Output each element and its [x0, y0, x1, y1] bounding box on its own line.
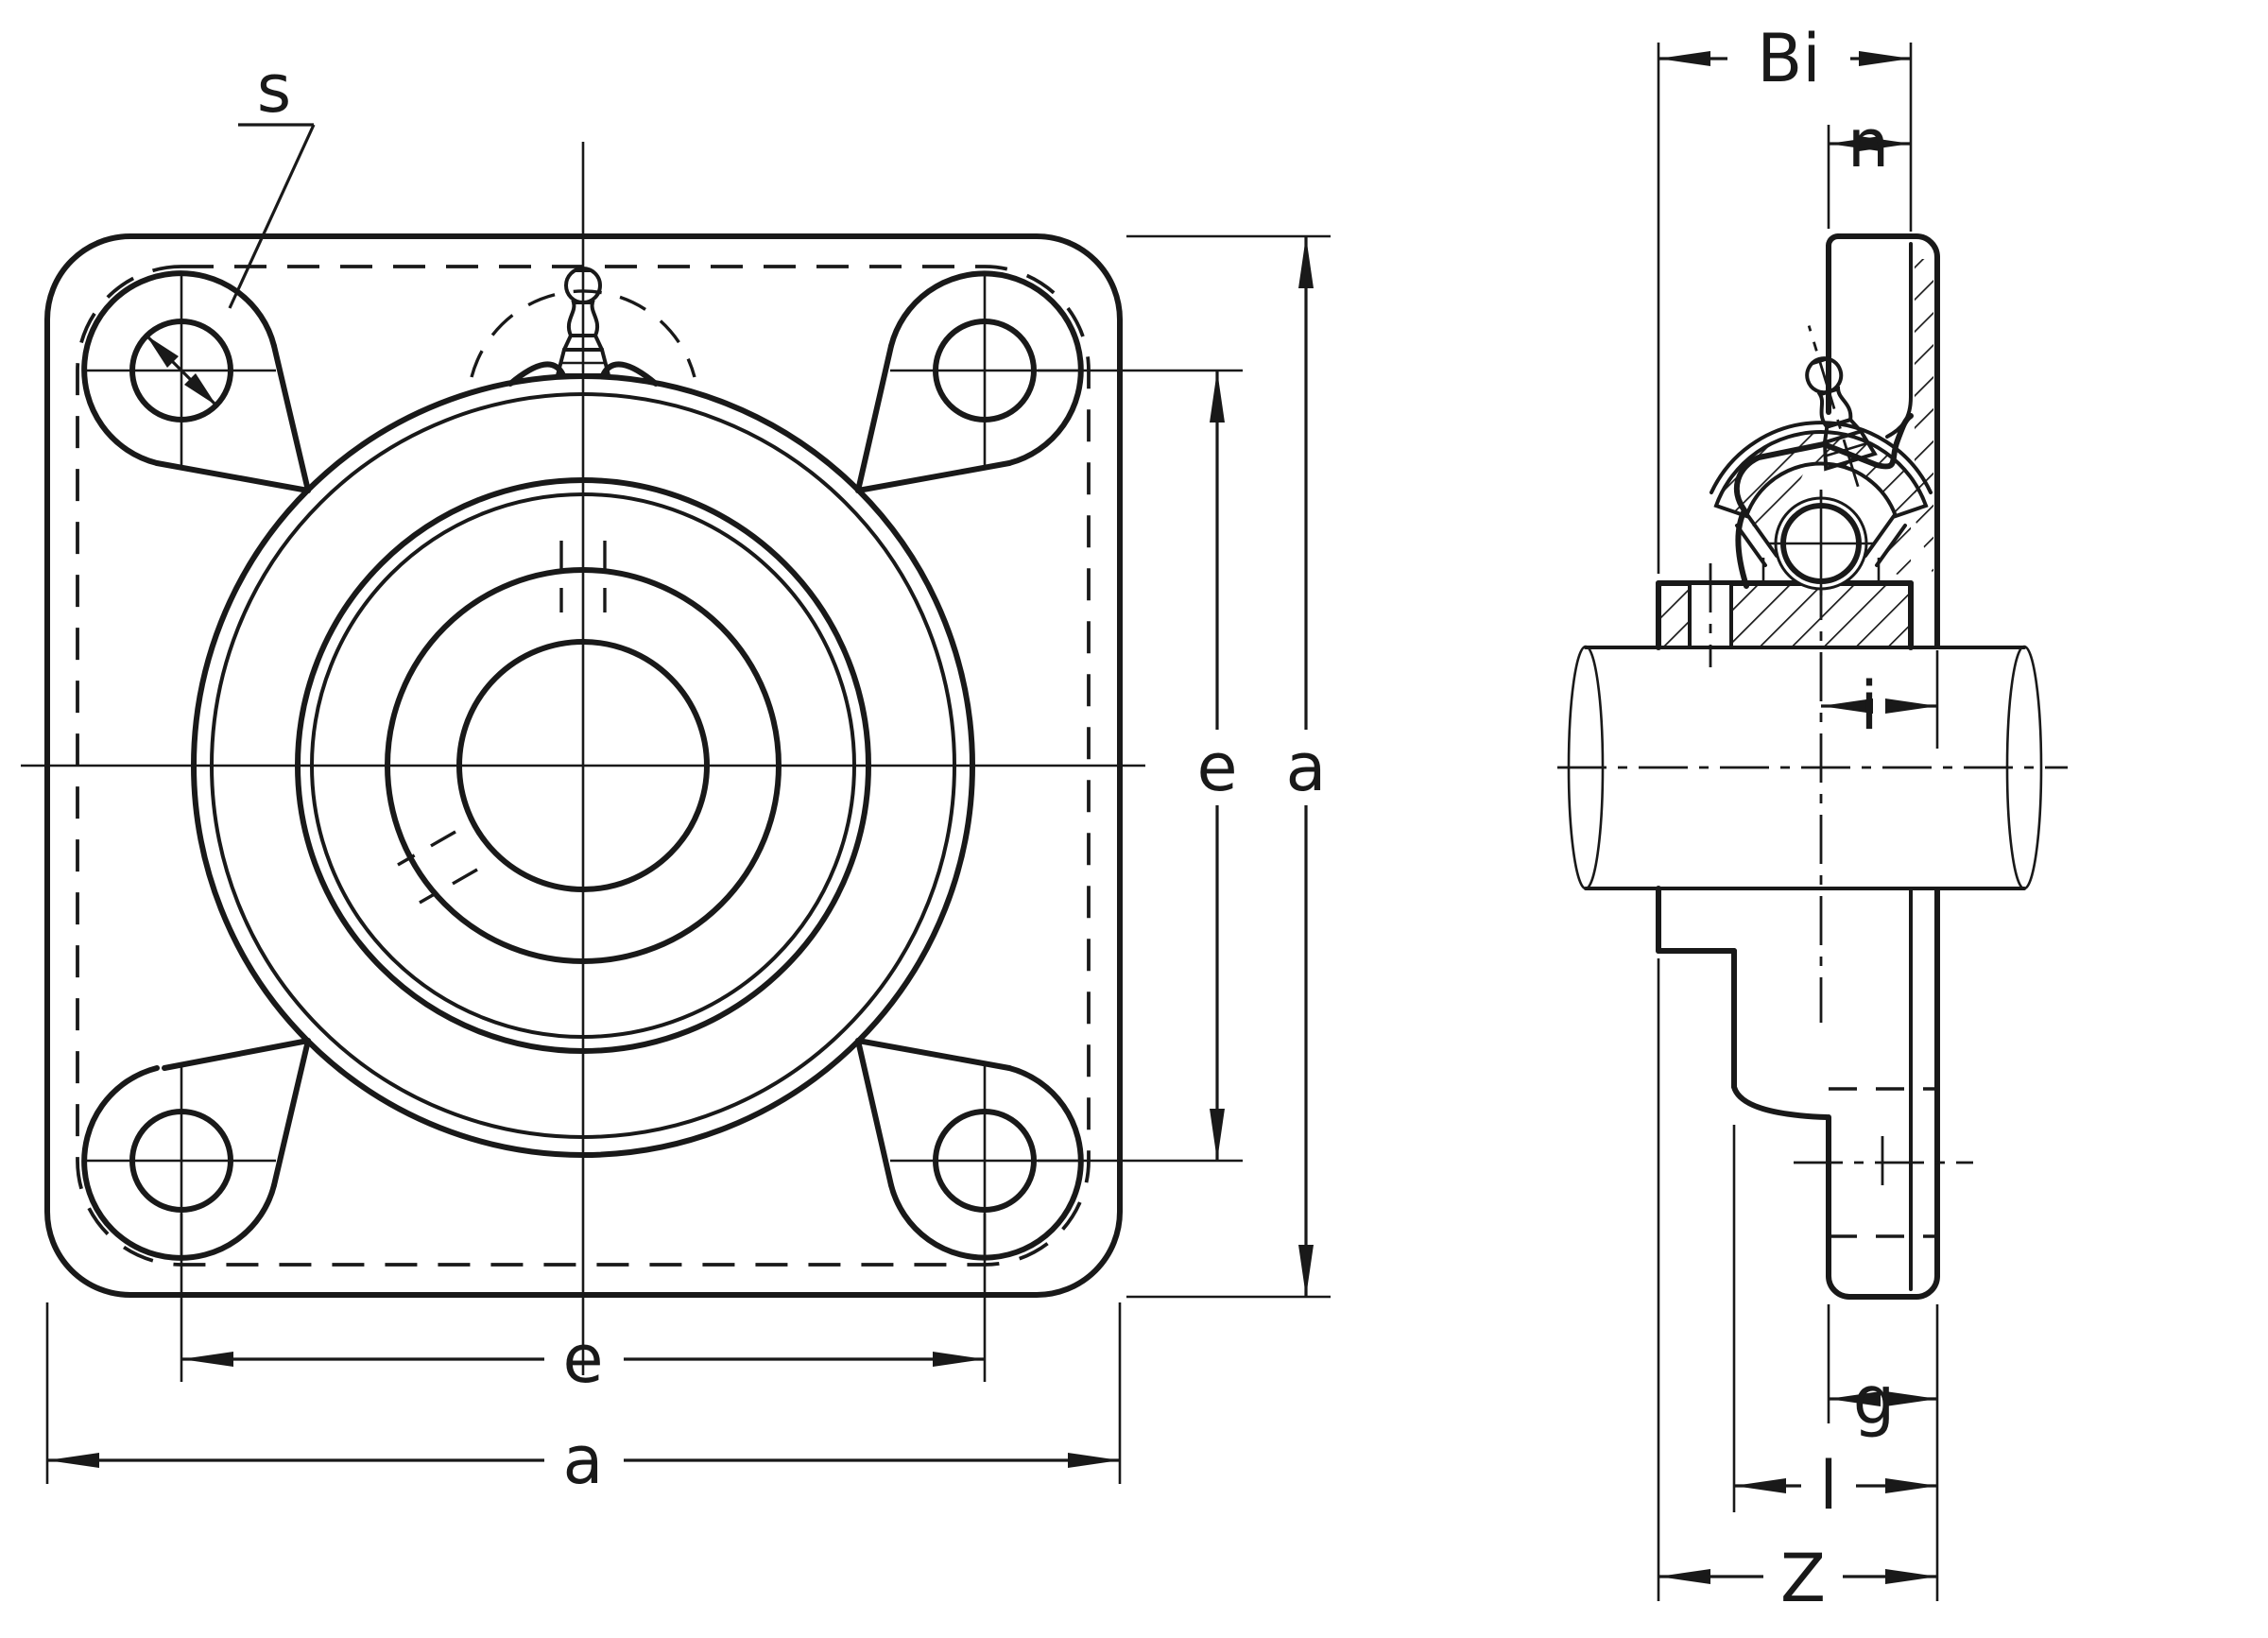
shaft [1557, 645, 2068, 890]
dim-label-a-right: a [1286, 729, 1327, 806]
grease-fitting-front [555, 267, 611, 377]
dim-label-l: l [1819, 1447, 1837, 1525]
dim-label-Bi: Bi [1757, 20, 1820, 97]
dim-g: g [1827, 1304, 1939, 1601]
dim-e-bottom: e [180, 1214, 987, 1398]
dim-label-i: i [1860, 667, 1878, 745]
dim-l: l [1732, 1125, 1937, 1525]
housing-outline-top [1733, 413, 1914, 589]
dim-label-e-bottom: e [562, 1320, 603, 1398]
bolt-boss-top-left [81, 270, 277, 466]
dim-Z: Z [1657, 958, 1937, 1617]
hidden-bolt-hole-side [1794, 1087, 1973, 1238]
bolt-boss-bottom-left [81, 1065, 277, 1261]
set-screw-holes [397, 541, 607, 905]
bolt-dia-callout: s [145, 50, 316, 407]
grease-boss-scallops [507, 361, 659, 387]
dim-label-g: g [1853, 1362, 1895, 1440]
dim-label-a-bottom: a [563, 1422, 604, 1499]
housing-seat-arc [1710, 421, 1933, 494]
dim-Bi: Bi [1657, 20, 1913, 574]
plate-section-hatch [1915, 259, 1933, 577]
bolt-boss-top-right [888, 270, 1084, 466]
grease-boss-hidden-arc [470, 289, 696, 378]
dim-label-Z: Z [1780, 1540, 1826, 1617]
dim-label-s: s [257, 50, 291, 128]
grease-fitting-side [1805, 325, 1878, 488]
side-section-view: Bi n i g [1557, 20, 2068, 1617]
seal-hatch-left [1746, 462, 1809, 541]
front-view: s e a [21, 50, 1331, 1499]
dim-a-right: a [1126, 234, 1331, 1299]
hub-below-shaft [1656, 886, 1830, 1120]
dim-a-bottom: a [45, 1302, 1122, 1499]
seal-hatch-right [1882, 515, 1911, 581]
front-centerlines [21, 142, 1145, 1375]
bolt-boss-bottom-right [888, 1065, 1084, 1261]
dim-e-right: e [1038, 369, 1243, 1163]
dim-label-e-right: e [1196, 729, 1237, 806]
bearing-ball [1761, 491, 1881, 595]
dim-i: i [1821, 650, 1939, 749]
casting-rib-lines [154, 343, 1012, 1188]
dim-label-n: n [1847, 105, 1889, 182]
dim-n: n [1827, 105, 1911, 229]
inner-ring-sleeve [1656, 563, 1914, 667]
flange-outline [44, 233, 1123, 1298]
